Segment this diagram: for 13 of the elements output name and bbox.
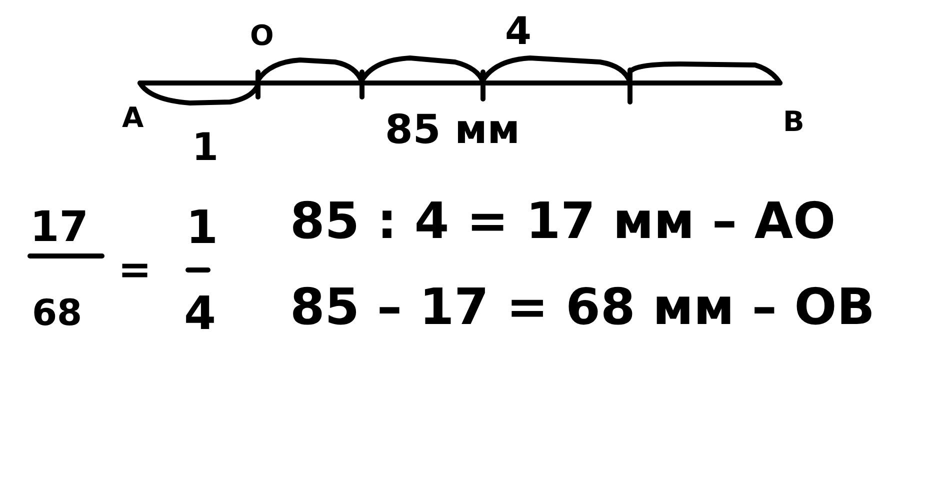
part-count-label: 4 — [505, 12, 532, 50]
length-label: 85 мм — [385, 110, 520, 150]
point-label: B — [783, 108, 804, 136]
part-label: 1 — [192, 128, 218, 166]
equation-text: 85 – 17 = 68 мм – OB — [290, 282, 875, 332]
point-label: O — [250, 22, 274, 50]
fraction-numerator: 17 — [30, 206, 88, 248]
fraction-numerator: 1 — [186, 204, 218, 250]
fraction-denominator: 4 — [184, 290, 216, 336]
equation-text: 85 : 4 = 17 мм – AO — [290, 196, 836, 246]
equals-sign: = — [118, 250, 152, 290]
fraction-denominator: 68 — [32, 296, 82, 332]
point-label: A — [122, 104, 144, 132]
